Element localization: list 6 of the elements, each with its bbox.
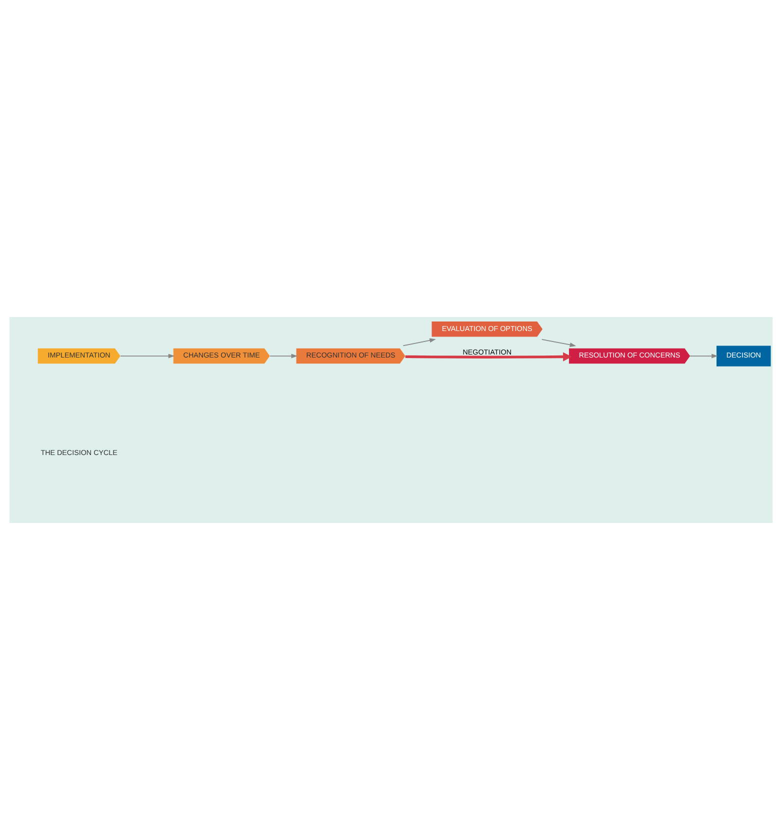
- arrow: [405, 352, 572, 362]
- arrow: [690, 354, 718, 358]
- arrow: [541, 339, 576, 347]
- arrow: [402, 338, 436, 346]
- arrow: [270, 354, 298, 358]
- arrow: [120, 354, 175, 358]
